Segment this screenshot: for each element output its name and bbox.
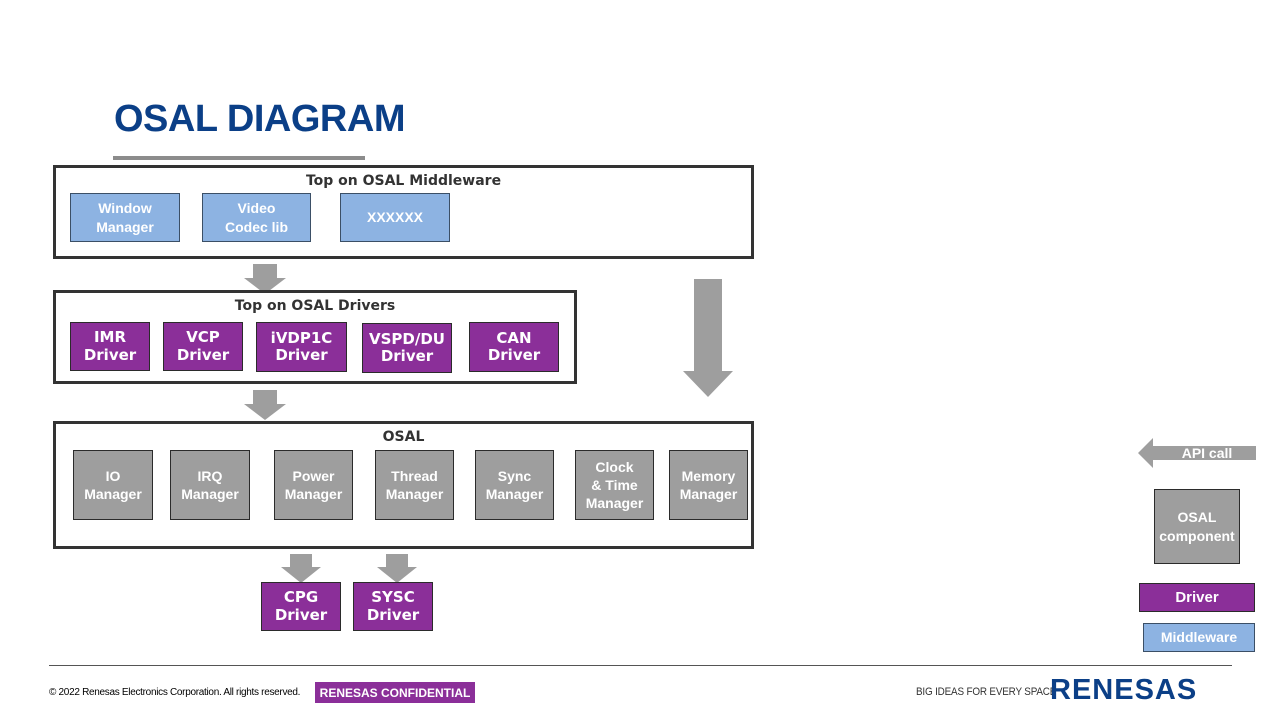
- cpg-driver-box: CPG Driver: [261, 582, 341, 631]
- sync-manager-box: Sync Manager: [475, 450, 554, 520]
- tagline-text: BIG IDEAS FOR EVERY SPACE: [916, 686, 1057, 698]
- arrow-left-icon: [1138, 438, 1256, 468]
- arrow-down-icon: [244, 390, 286, 420]
- imr-driver-box: IMR Driver: [70, 322, 150, 371]
- legend-api-call: API call: [1138, 438, 1256, 468]
- vspd-du-driver-box: VSPD/DU Driver: [362, 323, 452, 373]
- thread-manager-box: Thread Manager: [375, 450, 454, 520]
- memory-manager-box: Memory Manager: [669, 450, 748, 520]
- window-manager-box: Window Manager: [70, 193, 180, 242]
- middleware-group-label: Top on OSAL Middleware: [305, 173, 502, 189]
- sysc-driver-box: SYSC Driver: [353, 582, 433, 631]
- ivdp1c-driver-box: iVDP1C Driver: [256, 322, 347, 372]
- osal-group-label: OSAL: [382, 429, 425, 445]
- irq-manager-box: IRQ Manager: [170, 450, 250, 520]
- legend-driver: Driver: [1139, 583, 1255, 612]
- footer-divider: [49, 665, 1232, 666]
- clock-time-manager-box: Clock & Time Manager: [575, 450, 654, 520]
- legend-osal-component: OSAL component: [1154, 489, 1240, 564]
- arrow-down-icon: [377, 554, 417, 583]
- arrow-down-icon: [244, 264, 286, 294]
- copyright-text: © 2022 Renesas Electronics Corporation. …: [49, 687, 301, 698]
- vcp-driver-box: VCP Driver: [163, 322, 243, 371]
- renesas-logo: RENESAS: [1050, 674, 1198, 706]
- arrow-down-icon: [281, 554, 321, 583]
- video-codec-lib-box: Video Codec lib: [202, 193, 311, 242]
- drivers-group-label: Top on OSAL Drivers: [234, 298, 396, 314]
- confidential-badge: RENESAS CONFIDENTIAL: [315, 682, 475, 703]
- io-manager-box: IO Manager: [73, 450, 153, 520]
- xxxxxx-box: XXXXXX: [340, 193, 450, 242]
- legend-api-call-label: API call: [1181, 445, 1233, 461]
- legend-middleware: Middleware: [1143, 623, 1255, 652]
- title-underline: [113, 156, 365, 160]
- big-arrow-down-icon: [683, 279, 733, 397]
- power-manager-box: Power Manager: [274, 450, 353, 520]
- can-driver-box: CAN Driver: [469, 322, 559, 372]
- page-title: OSAL DIAGRAM: [114, 98, 405, 140]
